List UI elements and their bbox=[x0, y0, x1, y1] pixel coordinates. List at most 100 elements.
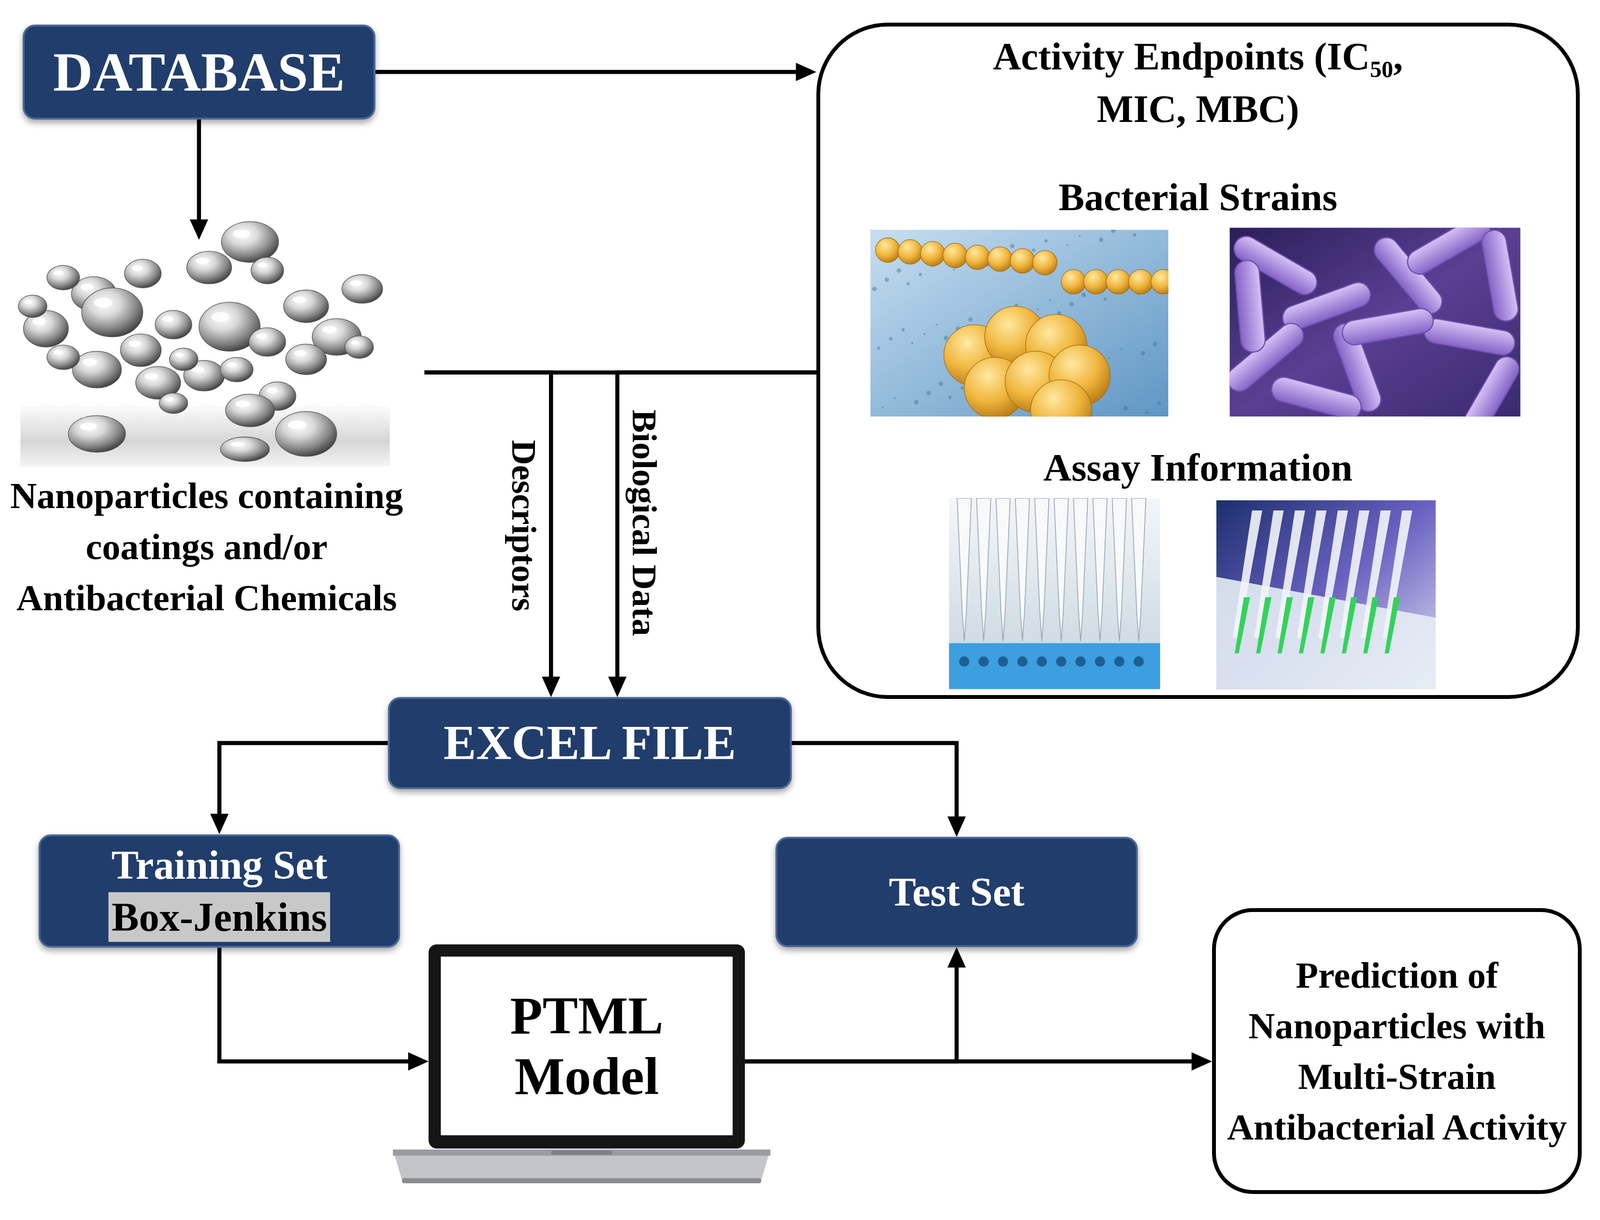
nanoparticle-illustration bbox=[120, 333, 162, 367]
nanoparticle-illustration bbox=[32, 317, 46, 325]
nanoparticle-illustration bbox=[226, 361, 237, 367]
nanoparticle-illustration bbox=[155, 310, 192, 339]
nanoparticle-illustration bbox=[232, 229, 251, 239]
coccus-illustration bbox=[1066, 243, 1069, 246]
nanoparticle-illustration bbox=[285, 344, 327, 375]
plate-illustration bbox=[1234, 597, 1251, 654]
plate-illustration bbox=[1341, 597, 1358, 654]
connector-arrow bbox=[745, 946, 966, 1062]
plate-illustration bbox=[1255, 597, 1272, 654]
test-set-box: Test Set bbox=[775, 836, 1138, 947]
nanoparticle-illustration bbox=[155, 310, 192, 339]
nanoparticle-illustration bbox=[221, 221, 279, 263]
coccus-illustration bbox=[1120, 347, 1123, 350]
pipette-illustration bbox=[1073, 498, 1088, 642]
connector-line bbox=[375, 69, 800, 74]
coccus-illustration bbox=[1128, 269, 1154, 294]
nanoparticle-illustration bbox=[225, 394, 275, 427]
coccus-illustration bbox=[870, 229, 872, 231]
nanoparticle-illustration bbox=[164, 397, 174, 401]
coccus-illustration bbox=[935, 323, 938, 326]
laptop-illustration bbox=[392, 944, 771, 1184]
coccus-illustration bbox=[987, 246, 1013, 272]
nanoparticle-illustration bbox=[341, 274, 383, 304]
bacillus-illustration bbox=[1229, 227, 1520, 417]
coccus-illustration bbox=[965, 244, 990, 270]
nanoparticle-illustration bbox=[159, 392, 188, 414]
coccus-illustration bbox=[1069, 302, 1074, 307]
coccus-illustration bbox=[948, 395, 952, 400]
coccus-illustration bbox=[1049, 299, 1052, 302]
coccus-illustration bbox=[1133, 233, 1137, 237]
nanoparticle-illustration bbox=[283, 290, 329, 323]
connector-arrow bbox=[424, 372, 561, 697]
nanoparticle-illustration bbox=[249, 327, 286, 357]
nanoparticle-illustration bbox=[341, 274, 383, 304]
nanoparticle-illustration bbox=[220, 357, 254, 382]
nanoparticle-illustration bbox=[46, 345, 80, 370]
nanoparticle-illustration bbox=[68, 415, 126, 453]
pipette-illustration bbox=[1114, 656, 1125, 667]
nanoparticle-illustration bbox=[220, 437, 270, 462]
coccus-illustration bbox=[1150, 269, 1169, 294]
nanoparticle-illustration bbox=[220, 357, 254, 382]
laptop-illustration bbox=[392, 1149, 771, 1156]
laptop-illustration bbox=[550, 1150, 613, 1155]
edge-label: Descriptors bbox=[504, 440, 543, 612]
connector-arrow bbox=[189, 119, 209, 240]
nanoparticle-illustration bbox=[162, 316, 174, 322]
nanoparticle-illustration bbox=[287, 420, 307, 430]
coccus-illustration bbox=[1140, 350, 1146, 356]
bacillus-illustration bbox=[1229, 227, 1520, 417]
nanoparticle-illustration bbox=[256, 333, 268, 340]
coccus-illustration bbox=[1157, 401, 1161, 405]
nanoparticle-illustration bbox=[20, 403, 390, 467]
connector-arrow bbox=[608, 372, 817, 697]
laptop-illustration bbox=[440, 956, 734, 1136]
pipette-illustration bbox=[998, 656, 1009, 667]
plate-illustration bbox=[1382, 510, 1413, 639]
nanoparticle-illustration bbox=[169, 347, 198, 371]
nanoparticle-illustration bbox=[220, 437, 270, 462]
pipette-illustration bbox=[1034, 498, 1050, 642]
coccus-illustration bbox=[911, 342, 914, 345]
coccus-illustration bbox=[1106, 269, 1131, 294]
nanoparticle-illustration bbox=[345, 335, 374, 359]
box-title: Test Set bbox=[888, 868, 1025, 916]
bacillus-illustration bbox=[1268, 374, 1364, 417]
nanoparticle-illustration bbox=[186, 251, 232, 284]
coccus-illustration bbox=[881, 406, 884, 409]
pipette-illustration bbox=[957, 498, 972, 642]
connector-line bbox=[745, 1059, 1196, 1064]
pipette-illustration bbox=[948, 498, 1160, 690]
coccus-illustration bbox=[1078, 234, 1081, 237]
nanoparticle-illustration bbox=[18, 221, 383, 462]
ptml-model-screen: PTML Model bbox=[428, 944, 745, 1148]
coccus-illustration bbox=[875, 237, 901, 263]
nanoparticle-illustration bbox=[293, 349, 307, 357]
plate-illustration bbox=[1320, 597, 1336, 654]
coccus-illustration bbox=[870, 229, 1165, 415]
pipette-illustration bbox=[1133, 656, 1144, 667]
coccus-illustration bbox=[1152, 341, 1158, 347]
nanoparticle-illustration bbox=[266, 387, 278, 394]
coccus-illustration bbox=[877, 346, 881, 350]
connector-arrow bbox=[219, 947, 429, 1071]
bacillus-illustration bbox=[1480, 228, 1520, 324]
coccus-illustration bbox=[920, 241, 946, 267]
pipette-illustration bbox=[978, 656, 989, 667]
pipette-illustration bbox=[1075, 656, 1086, 667]
coccus-illustration bbox=[923, 332, 926, 335]
coccus-illustration bbox=[938, 381, 944, 387]
nanoparticle-illustration bbox=[81, 287, 143, 337]
nanoparticle-illustration bbox=[18, 221, 390, 467]
nanoparticle-illustration bbox=[124, 259, 161, 288]
pipette-illustration bbox=[957, 498, 1147, 667]
panel-heading: Activity Endpoints (IC₅₀, MIC, MBC) bbox=[978, 30, 1418, 135]
nanoparticle-illustration bbox=[120, 333, 162, 367]
coccus-illustration bbox=[1110, 229, 1116, 234]
nanoparticle-illustration bbox=[128, 340, 141, 347]
arrow-head bbox=[408, 1052, 429, 1071]
pipette-illustration bbox=[976, 498, 991, 642]
nanoparticle-illustration bbox=[211, 311, 230, 322]
